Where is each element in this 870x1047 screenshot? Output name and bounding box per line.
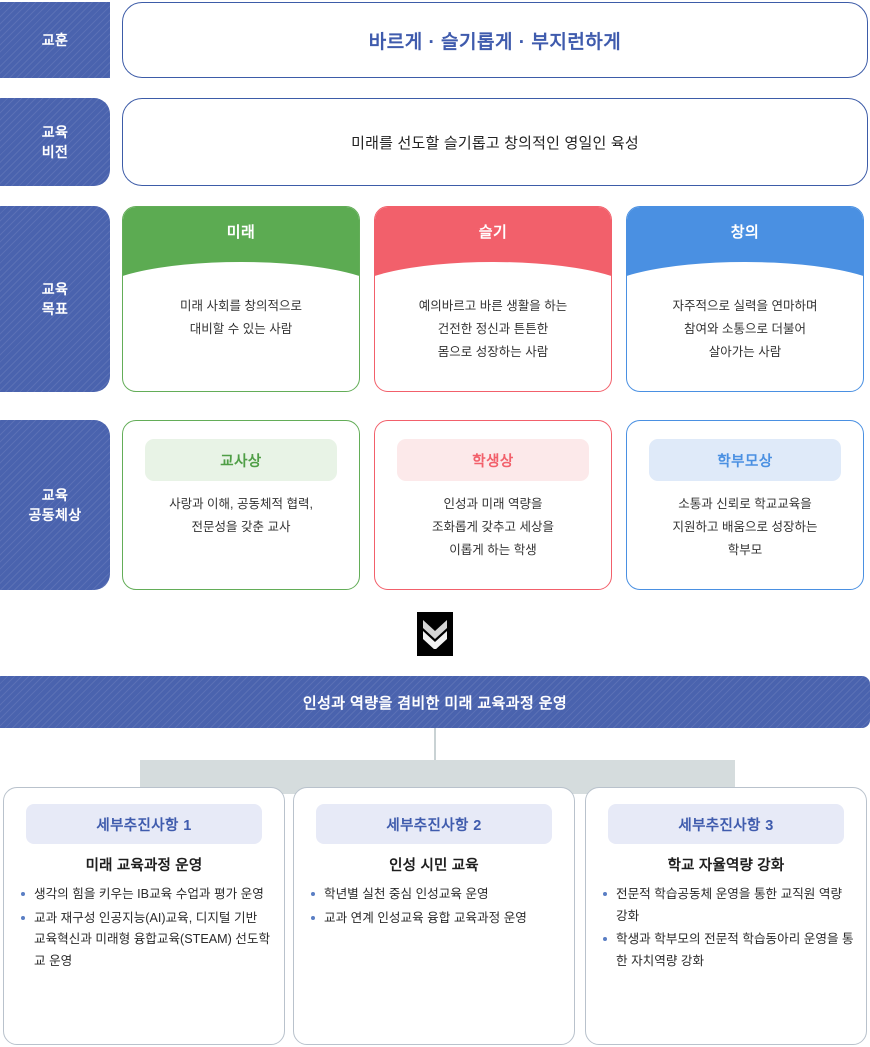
motto-text: 바르게 · 슬기롭게 · 부지런하게 — [368, 31, 622, 53]
detail-bullet-item: 학년별 실천 중심 인성교육 운영 — [310, 884, 562, 906]
goal-card-future: 미래 미래 사회를 창의적으로 대비할 수 있는 사람 — [122, 206, 360, 392]
community-body-line: 인성과 미래 역량을 — [443, 497, 543, 511]
rail-label-motto: 교훈 — [0, 2, 110, 78]
rail-community-text: 교육 공동체상 — [28, 485, 81, 526]
detail-card-bullet-list: 생각의 힘을 키우는 IB교육 수업과 평가 운영 교과 재구성 인공지능(AI… — [20, 884, 272, 975]
rail-vision-line2: 비전 — [41, 144, 69, 160]
rail-motto-text: 교훈 — [41, 31, 69, 48]
rail-vision-line1: 교육 — [41, 123, 69, 140]
detail-card-3: 세부추진사항 3 학교 자율역량 강화 전문적 학습공동체 운영을 통한 교직원… — [585, 787, 867, 1045]
rail-label-goals: 교육 목표 — [0, 206, 110, 392]
goal-card-title: 창의 — [730, 224, 760, 241]
goal-body-line: 참여와 소통으로 더불어 — [684, 322, 806, 337]
goal-card-body: 예의바르고 바른 생활을 하는 건전한 정신과 튼튼한 몸으로 성장하는 사람 — [383, 295, 603, 364]
goal-card-title: 미래 — [226, 224, 256, 241]
detail-card-title: 학교 자율역량 강화 — [667, 858, 785, 874]
community-card-pill: 교사상 — [145, 439, 337, 481]
detail-card-1: 세부추진사항 1 미래 교육과정 운영 생각의 힘을 키우는 IB교육 수업과 … — [3, 787, 285, 1045]
rail-vision-text: 교육 비전 — [42, 122, 69, 163]
goal-card-header-arc — [375, 207, 611, 332]
community-card-body: 소통과 신뢰로 학교교육을 지원하고 배움으로 성장하는 학부모 — [637, 493, 853, 562]
double-chevron-down-icon — [417, 612, 453, 656]
detail-card-pill: 세부추진사항 1 — [26, 804, 262, 844]
detail-card-bullet-list: 전문적 학습공동체 운영을 통한 교직원 역량 강화 학생과 학부모의 전문적 … — [602, 884, 854, 975]
detail-bullet-item: 생각의 힘을 키우는 IB교육 수업과 평가 운영 — [20, 884, 272, 906]
goal-card-creativity: 창의 자주적으로 실력을 연마하며 참여와 소통으로 더불어 살아가는 사람 — [626, 206, 864, 392]
community-body-line: 지원하고 배움으로 성장하는 — [672, 520, 818, 535]
goal-body-line: 건전한 정신과 튼튼한 — [437, 322, 549, 337]
detail-card-title: 인성 시민 교육 — [389, 858, 479, 874]
community-body-line: 조화롭게 갖추고 세상을 — [432, 520, 554, 535]
detail-card-pill: 세부추진사항 3 — [608, 804, 844, 844]
goal-card-wisdom: 슬기 예의바르고 바른 생활을 하는 건전한 정신과 튼튼한 몸으로 성장하는 … — [374, 206, 612, 392]
vision-text: 미래를 선도할 슬기롭고 창의적인 영일인 육성 — [351, 134, 639, 152]
goal-card-body: 자주적으로 실력을 연마하며 참여와 소통으로 더불어 살아가는 사람 — [635, 295, 855, 364]
detail-bullet-item: 교과 재구성 인공지능(AI)교육, 디지털 기반 교육혁신과 미래형 융합교육… — [20, 908, 272, 973]
community-body-line: 사랑과 이해, 공동체적 협력, — [169, 497, 313, 511]
detail-bullet-item: 전문적 학습공동체 운영을 통한 교직원 역량 강화 — [602, 884, 854, 927]
rail-label-community: 교육 공동체상 — [0, 420, 110, 590]
goal-card-header-arc — [627, 207, 863, 332]
connector-vertical — [434, 728, 436, 762]
detail-bullet-item: 교과 연계 인성교육 융합 교육과정 운영 — [310, 908, 562, 930]
community-body-line: 소통과 신뢰로 학교교육을 — [678, 497, 812, 511]
community-body-line: 이롭게 하는 학생 — [449, 543, 537, 558]
program-banner: 인성과 역량을 겸비한 미래 교육과정 운영 — [0, 676, 870, 728]
goal-body-line: 미래 사회를 창의적으로 — [180, 299, 302, 313]
detail-card-pill: 세부추진사항 2 — [316, 804, 552, 844]
community-card-pill: 학생상 — [397, 439, 589, 481]
detail-bullet-item: 학생과 학부모의 전문적 학습동아리 운영을 통한 자치역량 강화 — [602, 929, 854, 972]
rail-goals-line2: 목표 — [41, 301, 69, 317]
community-card-body: 인성과 미래 역량을 조화롭게 갖추고 세상을 이롭게 하는 학생 — [385, 493, 601, 562]
rail-goals-text: 교육 목표 — [42, 279, 69, 320]
goal-body-line: 대비할 수 있는 사람 — [189, 322, 293, 337]
community-card-body: 사랑과 이해, 공동체적 협력, 전문성을 갖춘 교사 — [133, 493, 349, 539]
rail-community-line2: 공동체상 — [28, 507, 82, 523]
goal-card-body: 미래 사회를 창의적으로 대비할 수 있는 사람 — [131, 295, 351, 341]
goal-card-row: 미래 미래 사회를 창의적으로 대비할 수 있는 사람 슬기 예의바르고 바른 … — [122, 206, 868, 392]
community-card-teacher: 교사상 사랑과 이해, 공동체적 협력, 전문성을 갖춘 교사 — [122, 420, 360, 590]
community-body-line: 학부모 — [727, 543, 763, 558]
rail-label-vision: 교육 비전 — [0, 98, 110, 186]
program-banner-text: 인성과 역량을 겸비한 미래 교육과정 운영 — [302, 694, 568, 712]
goal-body-line: 예의바르고 바른 생활을 하는 — [418, 299, 568, 313]
goal-card-title: 슬기 — [478, 224, 508, 241]
goal-body-line: 살아가는 사람 — [708, 345, 782, 360]
motto-box: 바르게 · 슬기롭게 · 부지런하게 — [122, 2, 868, 78]
detail-card-bullet-list: 학년별 실천 중심 인성교육 운영 교과 연계 인성교육 융합 교육과정 운영 — [310, 884, 562, 931]
community-card-student: 학생상 인성과 미래 역량을 조화롭게 갖추고 세상을 이롭게 하는 학생 — [374, 420, 612, 590]
goal-card-header-arc — [123, 207, 359, 332]
vision-box: 미래를 선도할 슬기롭고 창의적인 영일인 육성 — [122, 98, 868, 186]
community-card-row: 교사상 사랑과 이해, 공동체적 협력, 전문성을 갖춘 교사 학생상 인성과 … — [122, 420, 868, 590]
detail-card-2: 세부추진사항 2 인성 시민 교육 학년별 실천 중심 인성교육 운영 교과 연… — [293, 787, 575, 1045]
rail-community-line1: 교육 — [41, 486, 69, 503]
goal-body-line: 몸으로 성장하는 사람 — [437, 345, 549, 360]
rail-goals-line1: 교육 — [41, 280, 69, 297]
community-body-line: 전문성을 갖춘 교사 — [191, 520, 291, 535]
community-card-parent: 학부모상 소통과 신뢰로 학교교육을 지원하고 배움으로 성장하는 학부모 — [626, 420, 864, 590]
community-card-pill: 학부모상 — [649, 439, 841, 481]
detail-card-title: 미래 교육과정 운영 — [85, 858, 203, 874]
goal-body-line: 자주적으로 실력을 연마하며 — [672, 299, 818, 313]
